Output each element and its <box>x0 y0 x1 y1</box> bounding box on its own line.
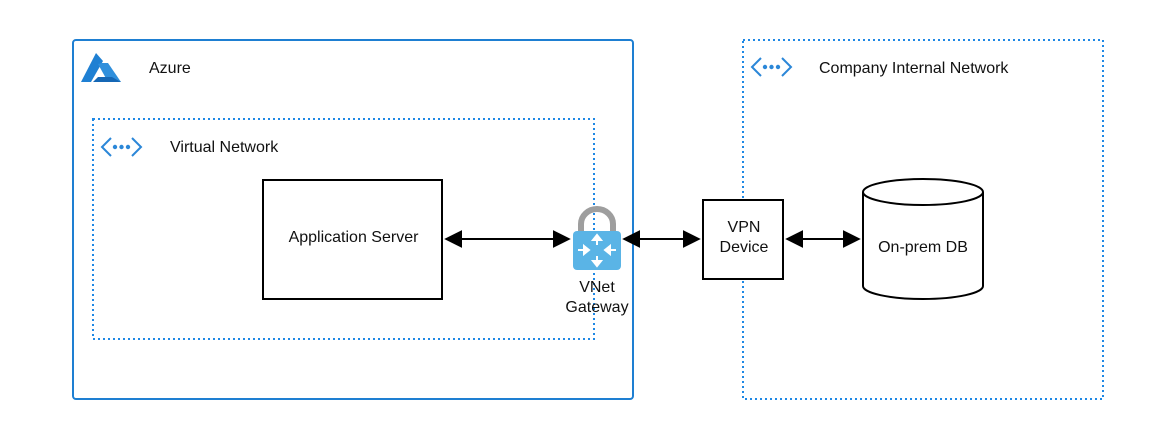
company-network-icon <box>750 57 793 77</box>
vpn-device-label-line2: Device <box>719 239 769 256</box>
app-server-label: Application Server <box>288 229 419 246</box>
company-network-border <box>742 39 1104 400</box>
vnet-gateway-label-line2: Gateway <box>565 299 629 316</box>
vnet-icon <box>100 137 143 157</box>
azure-logo-icon <box>81 53 121 82</box>
database-cylinder-icon <box>862 178 984 300</box>
onprem-db-label: On-prem DB <box>878 239 968 256</box>
app-server-box <box>262 179 443 300</box>
company-network-label: Company Internal Network <box>819 60 1009 77</box>
vnet-gateway-lock-icon <box>573 206 621 270</box>
virtual-network-label: Virtual Network <box>170 139 279 156</box>
azure-region-border <box>72 39 634 400</box>
vpn-device-label-line1: VPN <box>727 219 761 236</box>
vnet-gateway-label-line1: VNet <box>579 279 615 296</box>
azure-label: Azure <box>149 60 191 77</box>
vpn-device-box <box>702 199 784 280</box>
virtual-network-border <box>92 118 595 340</box>
